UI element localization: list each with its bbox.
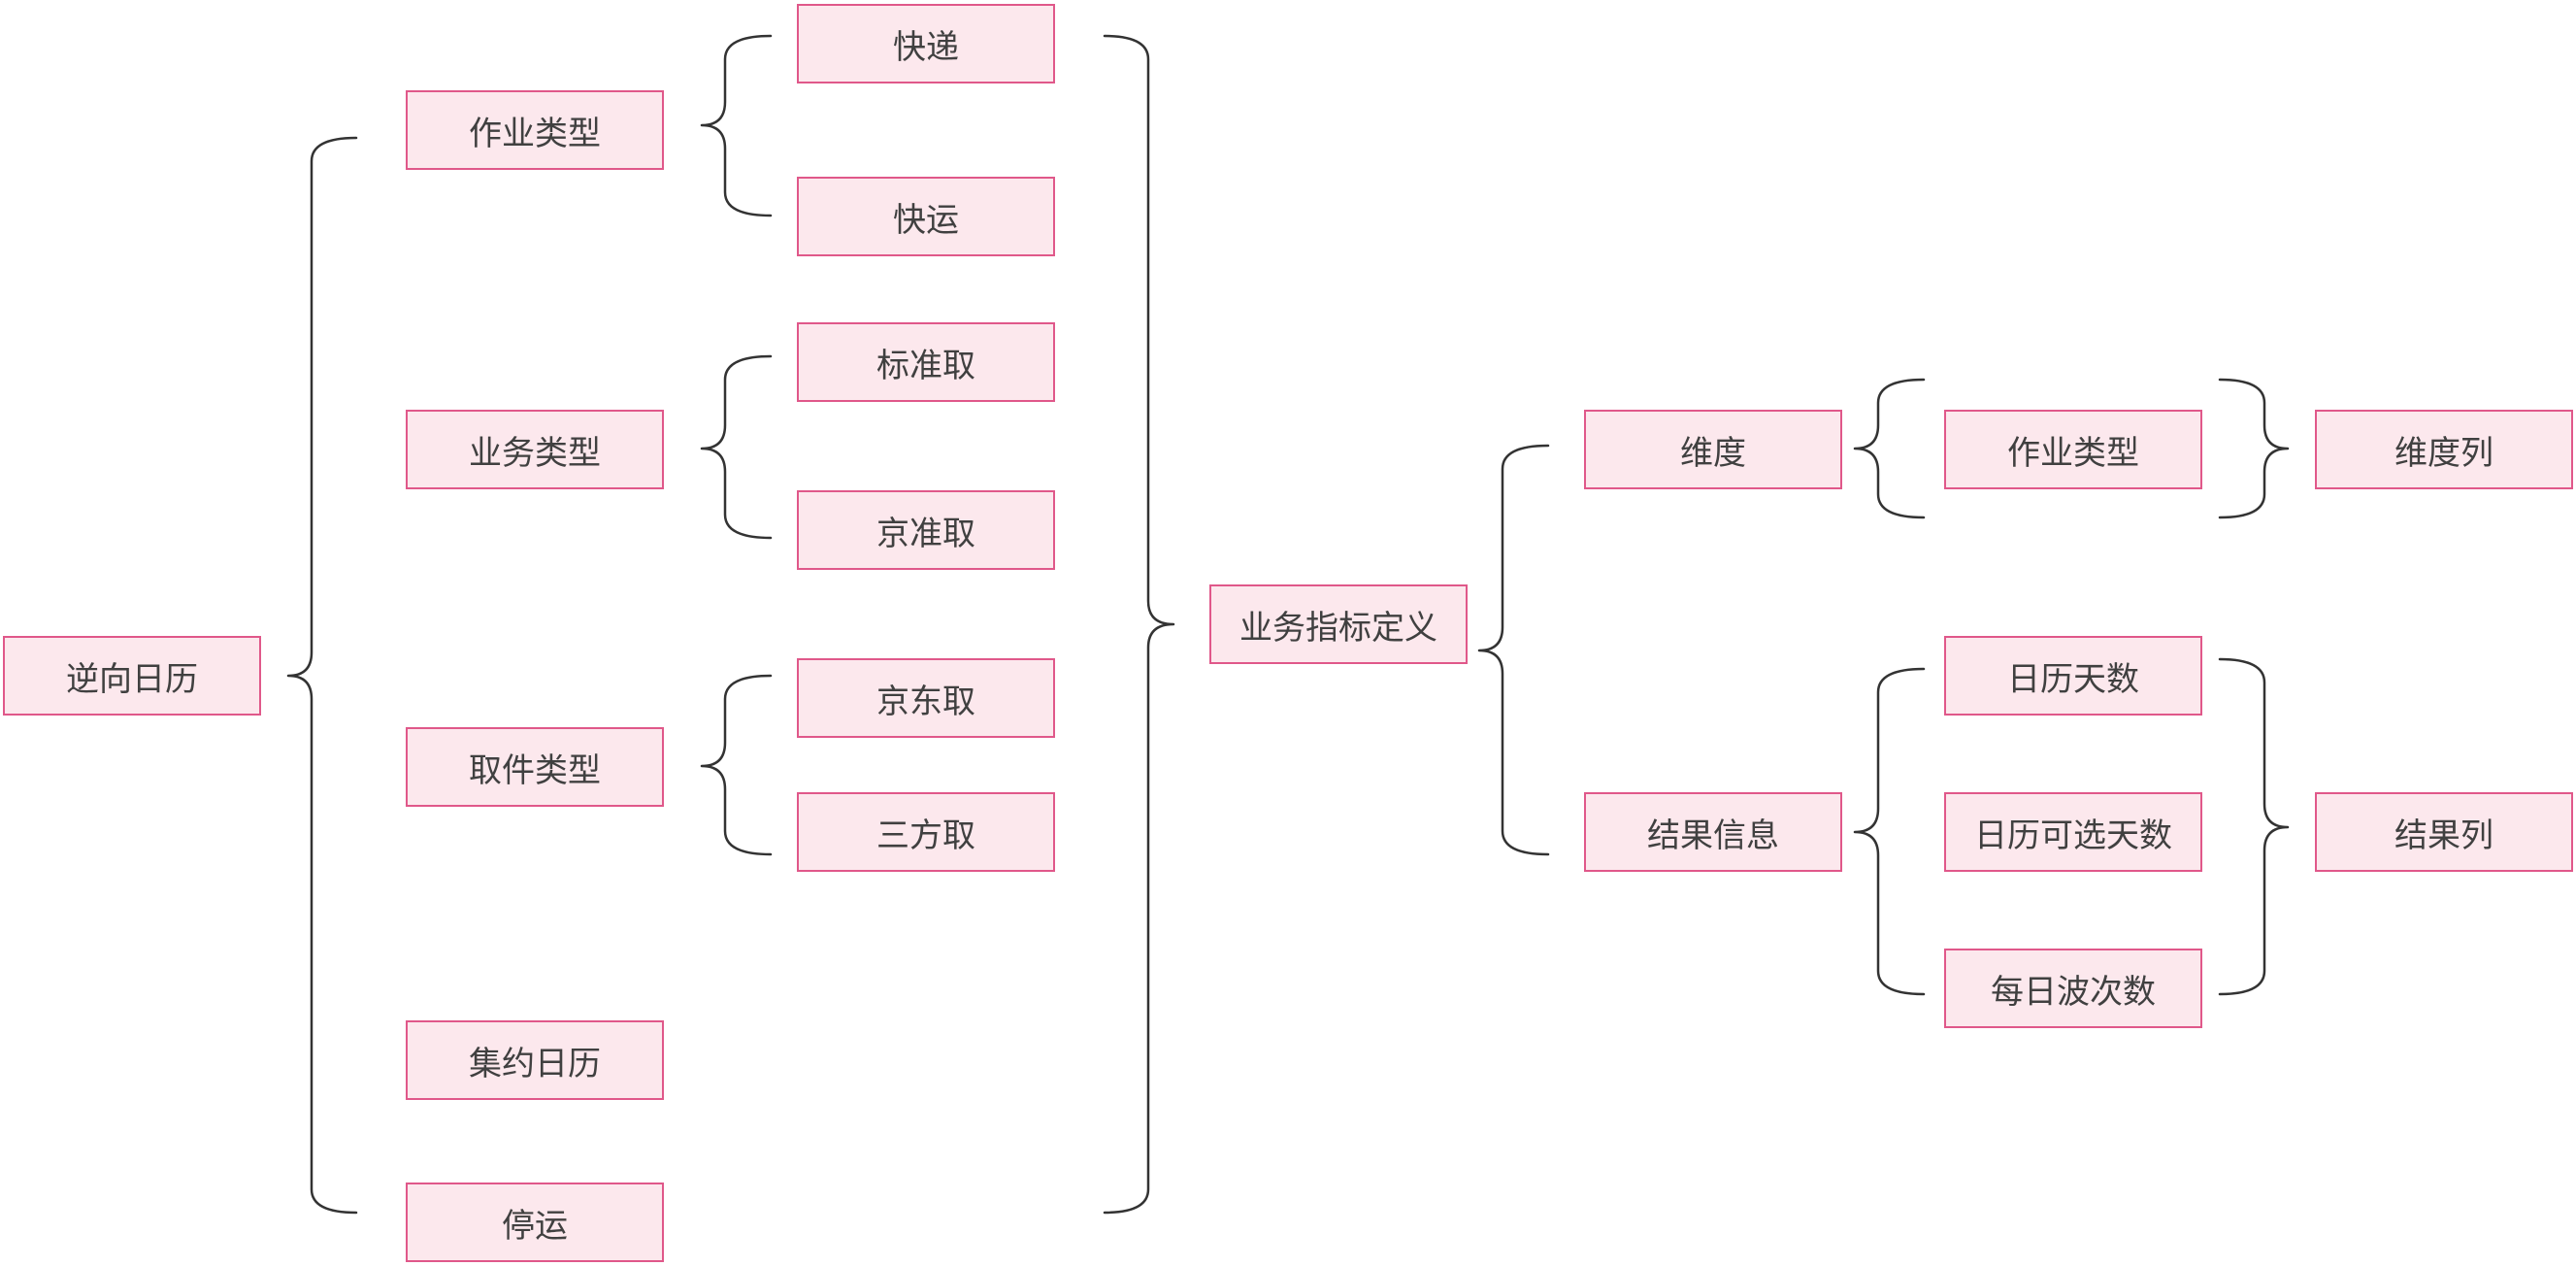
brace-dimension	[1853, 378, 1926, 519]
brace-result-column	[2218, 657, 2290, 996]
brace-metric-definition	[1477, 444, 1550, 856]
node-calendar-selectable-days: 日历可选天数	[1944, 792, 2202, 872]
node-result-column: 结果列	[2315, 792, 2573, 872]
node-pickup-type: 取件类型	[406, 727, 664, 807]
node-calendar-days: 日历天数	[1944, 636, 2202, 716]
brace-root-to-categories	[286, 136, 358, 1215]
node-jd-standard-pickup: 京准取	[797, 490, 1055, 570]
node-business-type: 业务类型	[406, 410, 664, 489]
brace-result-info	[1853, 667, 1926, 996]
brace-merge-to-metric-definition	[1103, 34, 1175, 1215]
node-express: 快递	[797, 4, 1055, 83]
node-operation-type: 作业类型	[406, 90, 664, 170]
node-reverse-calendar: 逆向日历	[3, 636, 261, 716]
node-third-party-pickup: 三方取	[797, 792, 1055, 872]
brace-pickup-type	[700, 674, 773, 856]
node-freight: 快运	[797, 177, 1055, 256]
node-business-metric-definition: 业务指标定义	[1209, 584, 1468, 664]
brace-business-type	[700, 354, 773, 540]
node-dimension-column: 维度列	[2315, 410, 2573, 489]
node-dimension: 维度	[1584, 410, 1842, 489]
node-consolidated-calendar: 集约日历	[406, 1020, 664, 1100]
brace-operation-type	[700, 34, 773, 217]
node-suspension: 停运	[406, 1183, 664, 1262]
node-dimension-operation-type: 作业类型	[1944, 410, 2202, 489]
node-standard-pickup: 标准取	[797, 322, 1055, 402]
brace-dimension-column	[2218, 378, 2290, 519]
node-daily-wave-count: 每日波次数	[1944, 949, 2202, 1028]
node-jd-pickup: 京东取	[797, 658, 1055, 738]
node-result-info: 结果信息	[1584, 792, 1842, 872]
